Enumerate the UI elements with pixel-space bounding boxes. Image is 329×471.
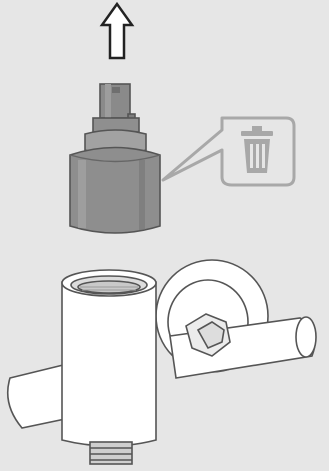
arrow-up-icon xyxy=(102,4,132,58)
faucet-body xyxy=(8,260,316,464)
discard-callout xyxy=(163,118,294,185)
cartridge xyxy=(70,84,160,233)
trash-bin-icon xyxy=(241,126,273,173)
